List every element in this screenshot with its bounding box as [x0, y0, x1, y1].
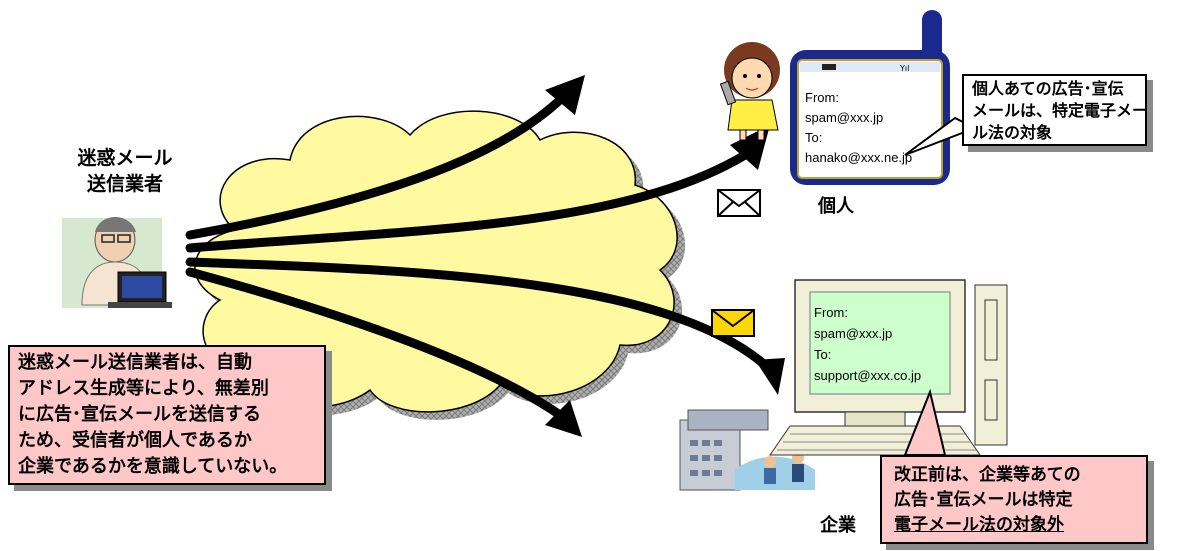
- arrowhead-down: [545, 400, 582, 437]
- pc-screen-text: From: spam@xxx.jp To: support@xxx.co.jp: [814, 302, 950, 386]
- individual-callout: 個人あての広告･宣伝 メールは、特定電子メー ル法の対象: [962, 74, 1149, 146]
- pc-from-address: spam@xxx.jp: [814, 326, 893, 341]
- arrow-down: [185, 267, 565, 420]
- individual-callout-line: ル法の対象: [972, 123, 1053, 142]
- phone-to-address: hanako@xxx.ne.jp: [805, 150, 913, 165]
- company-callout: 改正前は、企業等あての 広告･宣伝メールは特定 電子メール法の対象外: [880, 455, 1148, 544]
- sender-note-line: 企業であるかを意識していない。: [18, 456, 288, 477]
- sender-label: 迷惑メール 送信業者: [60, 145, 190, 197]
- company-callout-line: 電子メール法の対象外: [894, 515, 1064, 535]
- phone-from-label: From:: [805, 90, 839, 105]
- sender-note-line: 迷惑メール送信業者は、自動: [18, 352, 252, 373]
- office-building-icon: [679, 409, 815, 491]
- arrow-up: [185, 90, 570, 240]
- sender-note-line: ため、受信者が個人であるか: [18, 430, 252, 451]
- individual-label: 個人: [818, 196, 854, 217]
- envelope-yellow-icon: [711, 309, 755, 337]
- desktop-computer: [769, 279, 1008, 456]
- pc-to-label: To:: [814, 347, 832, 362]
- sender-note-box: 迷惑メール送信業者は、自動 アドレス生成等により、無差別 に広告･宣伝メールを送…: [8, 345, 326, 485]
- individual-callout-line: 個人あての広告･宣伝: [972, 79, 1124, 98]
- phone-to-label: To:: [805, 130, 823, 145]
- pc-to-address: support@xxx.co.jp: [814, 368, 922, 383]
- sender-label-line: 送信業者: [86, 173, 163, 195]
- pc-from-label: From:: [814, 305, 848, 320]
- internet-cloud: [194, 110, 686, 420]
- envelope-white-icon: [717, 189, 761, 217]
- sender-note-line: に広告･宣伝メールを送信する: [18, 404, 261, 425]
- arrowhead-up: [545, 75, 585, 115]
- arrow-to-individual: [185, 150, 750, 253]
- sender-label-line: 迷惑メール: [77, 147, 173, 169]
- phone-from-address: spam@xxx.jp: [805, 110, 884, 125]
- individual-callout-line: メールは、特定電子メー: [972, 101, 1149, 120]
- company-callout-line: 改正前は、企業等あての: [894, 465, 1081, 485]
- sender-note-line: アドレス生成等により、無差別: [18, 378, 269, 399]
- company-callout-line: 広告･宣伝メールは特定: [894, 490, 1073, 510]
- company-label: 企業: [820, 515, 856, 536]
- arrowhead-company: [755, 358, 785, 395]
- spam-arrows: [185, 90, 770, 420]
- girl-icon: [719, 42, 780, 141]
- phone-screen-text: From: spam@xxx.jp To: hanako@xxx.ne.jp: [805, 88, 941, 168]
- svg-text:Yıl: Yıl: [899, 64, 909, 73]
- sender-person-icon: [62, 217, 172, 308]
